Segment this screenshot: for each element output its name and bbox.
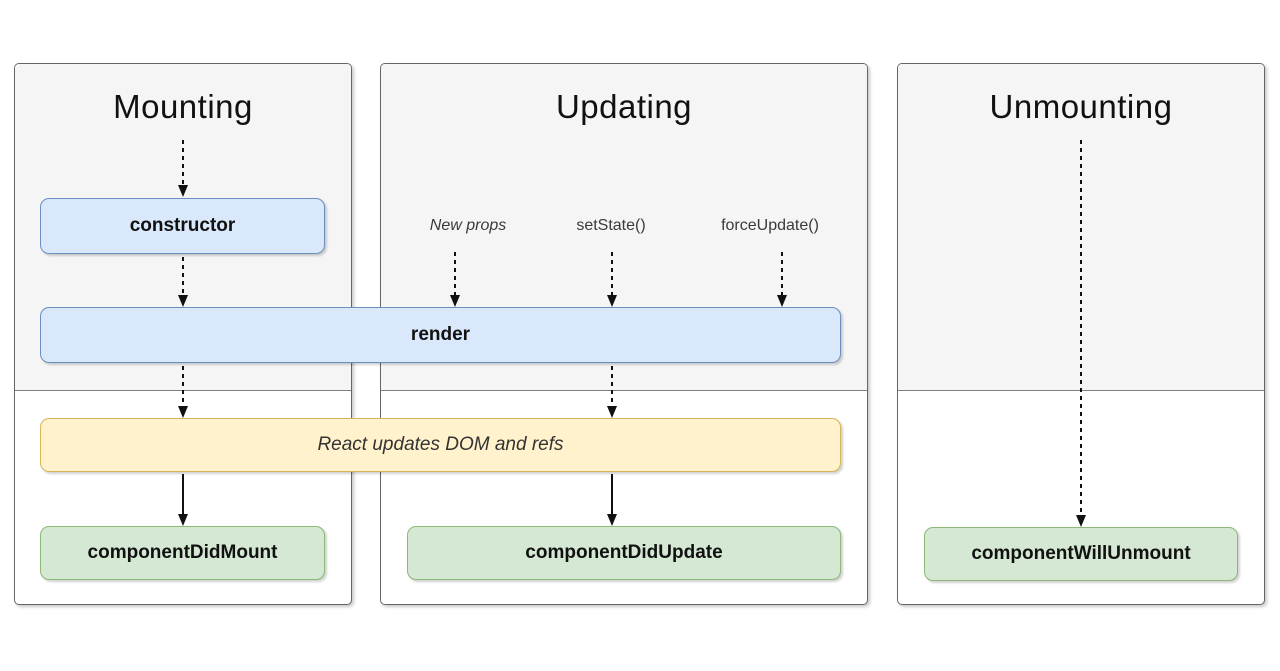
arrow-title-to-constructor: [178, 140, 188, 197]
arrow-render-to-domupdate-mounting: [178, 366, 188, 418]
arrow-title-to-componentwillunmount: [1076, 140, 1086, 527]
trigger-forceupdate: forceUpdate(): [721, 217, 819, 234]
componentdidupdate-box: componentDidUpdate: [407, 526, 841, 580]
render-box: render: [40, 307, 841, 363]
arrow-constructor-to-render: [178, 257, 188, 307]
trigger-new-props: New props: [429, 217, 507, 234]
arrow-newprops-to-render: [450, 252, 460, 307]
arrow-domupdate-to-componentdidmount: [178, 474, 188, 526]
componentwillunmount-box: componentWillUnmount: [924, 527, 1238, 581]
trigger-setstate: setState(): [576, 217, 646, 234]
arrow-domupdate-to-componentdidupdate: [607, 474, 617, 526]
arrow-render-to-domupdate-updating: [607, 366, 617, 418]
arrow-setstate-to-render: [607, 252, 617, 307]
react-updates-dom-box: React updates DOM and refs: [40, 418, 841, 472]
panel-title-updating: Updating: [555, 88, 693, 125]
arrow-forceupdate-to-render: [777, 252, 787, 307]
panel-title-mounting: Mounting: [113, 88, 253, 125]
constructor-box: constructor: [40, 198, 325, 254]
componentdidmount-box: componentDidMount: [40, 526, 325, 580]
panel-title-unmounting: Unmounting: [989, 88, 1173, 125]
